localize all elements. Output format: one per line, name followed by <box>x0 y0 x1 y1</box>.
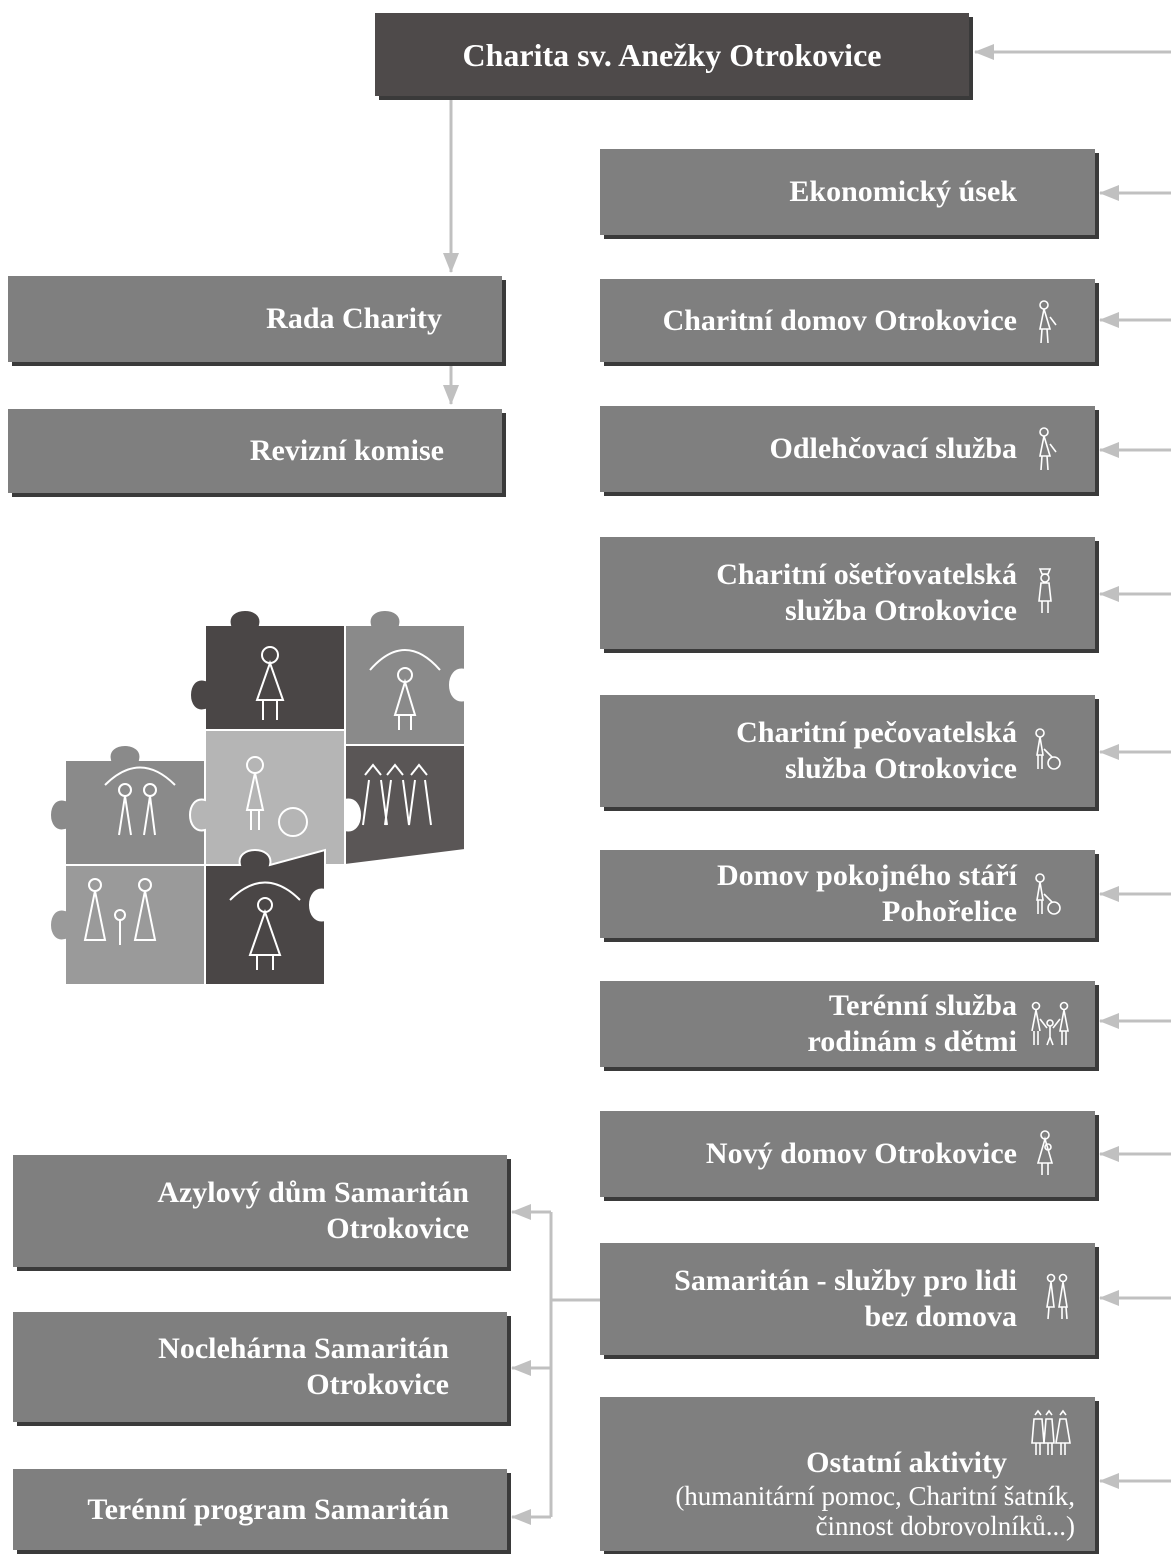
odlehcovaci-sluzba-label: Odlehčovací služba <box>769 432 1017 465</box>
samaritan-line1: Samaritán - služby pro lidi <box>674 1264 1017 1297</box>
mother-child-icon <box>1032 1129 1058 1186</box>
organization-title: Charita sv. Anežky Otrokovice <box>462 36 882 73</box>
terenni-rodinam-line1: Terénní služba <box>828 989 1017 1022</box>
terenni-program-label: Terénní program Samaritán <box>87 1492 449 1526</box>
homeless-pair-icon <box>1042 1273 1072 1330</box>
osetrovatelska-line1: Charitní ošetřovatelská <box>716 558 1017 591</box>
samaritan-sluzby-box: Samaritán - služby pro lidi bez domova <box>600 1243 1095 1355</box>
charitni-domov-label: Charitní domov Otrokovice <box>662 303 1017 337</box>
puzzle-logo-icon <box>49 609 466 986</box>
revizni-komise-label: Revizní komise <box>249 434 444 467</box>
pokojne-line1: Domov pokojného stáří <box>716 859 1017 892</box>
ostatni-aktivity-box: Ostatní aktivity (humanitární pomoc, Cha… <box>600 1397 1095 1551</box>
osetrovatelska-line2: služba Otrokovice <box>785 594 1017 627</box>
ostatni-aktivity-note-line1: (humanitární pomoc, Charitní šatník, <box>675 1481 1075 1511</box>
pecovatelska-sluzba-box: Charitní pečovatelská služba Otrokovice <box>600 695 1095 807</box>
azylovy-dum-line2: Otrokovice <box>326 1212 469 1245</box>
novy-domov-label: Nový domov Otrokovice <box>705 1137 1017 1170</box>
elder-person-icon <box>1030 426 1060 481</box>
charitni-domov-box: Charitní domov Otrokovice <box>600 279 1095 362</box>
person-with-wheelchair-icon <box>1032 872 1062 925</box>
terenni-program-box: Terénní program Samaritán <box>13 1469 507 1550</box>
ekonomicky-usek-label: Ekonomický úsek <box>789 175 1017 208</box>
ekonomicky-usek-box: Ekonomický úsek <box>600 149 1095 235</box>
family-icon <box>1028 1001 1072 1054</box>
nurse-icon <box>1032 567 1058 624</box>
pokojne-line2: Pohořelice <box>882 895 1017 928</box>
ostatni-aktivity-title: Ostatní aktivity <box>806 1446 1007 1479</box>
rada-charity-label: Rada Charity <box>266 302 442 335</box>
odlehcovaci-sluzba-box: Odlehčovací služba <box>600 406 1095 492</box>
elder-person-icon <box>1030 299 1060 354</box>
novy-domov-box: Nový domov Otrokovice <box>600 1111 1095 1197</box>
rada-charity-box: Rada Charity <box>8 276 502 362</box>
azylovy-dum-box: Azylový dům Samaritán Otrokovice <box>13 1155 507 1267</box>
pecovatelska-line2: služba Otrokovice <box>785 752 1017 785</box>
organization-title-box: Charita sv. Anežky Otrokovice <box>375 13 969 96</box>
revizni-komise-box: Revizní komise <box>8 409 502 493</box>
nocleharna-box: Noclehárna Samaritán Otrokovice <box>13 1312 507 1422</box>
nocleharna-line1: Noclehárna Samaritán <box>158 1332 449 1365</box>
ostatni-aktivity-note-line2: činnost dobrovolníků...) <box>815 1511 1075 1541</box>
terenni-rodinam-line2: rodinám s dětmi <box>807 1025 1017 1058</box>
person-with-wheelchair-icon <box>1032 727 1062 780</box>
pecovatelska-line1: Charitní pečovatelská <box>736 716 1017 749</box>
terenni-sluzba-rodinam-box: Terénní služba rodinám s dětmi <box>600 981 1095 1067</box>
azylovy-dum-line1: Azylový dům Samaritán <box>157 1176 469 1209</box>
osetrovatelska-sluzba-box: Charitní ošetřovatelská služba Otrokovic… <box>600 537 1095 649</box>
domov-pokojneho-stari-box: Domov pokojného stáří Pohořelice <box>600 850 1095 938</box>
group-icon <box>1030 1409 1080 1466</box>
nocleharna-line2: Otrokovice <box>306 1368 449 1401</box>
samaritan-line2: bez domova <box>864 1300 1018 1333</box>
